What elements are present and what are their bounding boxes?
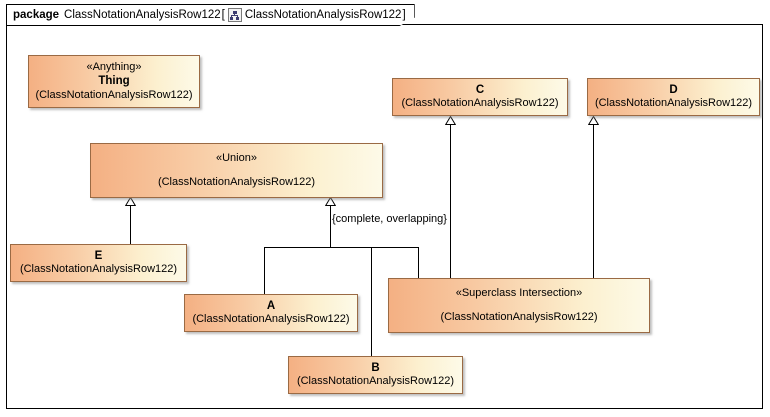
class-box-e[interactable]: E (ClassNotationAnalysisRow122) — [10, 244, 187, 282]
class-box-a[interactable]: A (ClassNotationAnalysisRow122) — [184, 294, 358, 332]
class-name: D — [669, 84, 678, 97]
bracket-close: ] — [402, 9, 406, 21]
generalization-line-e-union — [130, 205, 131, 244]
generalization-branch-b — [371, 247, 372, 357]
class-stereotype: «Superclass Intersection» — [455, 287, 583, 300]
generalization-branch-a — [264, 247, 265, 295]
generalization-set-constraint-label: {complete, overlapping} — [332, 213, 447, 225]
class-name: C — [475, 84, 485, 97]
generalization-arrow-si-d — [588, 116, 599, 125]
diagram-name: ClassNotationAnalysisRow122 — [244, 9, 402, 21]
class-name: Thing — [98, 75, 130, 88]
class-name: B — [371, 362, 380, 375]
class-qualifier: (ClassNotationAnalysisRow122) — [296, 375, 455, 388]
generalization-stem-union — [330, 205, 331, 248]
class-qualifier: (ClassNotationAnalysisRow122) — [401, 97, 559, 110]
package-name: ClassNotationAnalysisRow122 — [64, 9, 221, 21]
generalization-set-bar — [264, 247, 419, 248]
generalization-line-si-d — [593, 124, 594, 279]
bracket-open: [ — [221, 9, 225, 21]
package-keyword: package — [13, 9, 60, 21]
package-header-tab: package ClassNotationAnalysisRow122 [ Cl… — [6, 4, 415, 26]
class-name: E — [94, 250, 103, 263]
class-stereotype: «Anything» — [86, 61, 142, 74]
class-qualifier: (ClassNotationAnalysisRow122) — [594, 97, 753, 110]
class-qualifier: (ClassNotationAnalysisRow122) — [440, 310, 598, 323]
generalization-arrow-e-union — [125, 197, 136, 206]
class-box-thing[interactable]: «Anything» Thing (ClassNotationAnalysisR… — [28, 55, 200, 108]
generalization-arrow-set-union — [325, 197, 336, 206]
class-box-superclass-intersection[interactable]: «Superclass Intersection» (ClassNotation… — [388, 278, 650, 333]
class-qualifier: (ClassNotationAnalysisRow122) — [35, 88, 193, 101]
class-box-b[interactable]: B (ClassNotationAnalysisRow122) — [288, 356, 463, 394]
generalization-arrow-si-c — [445, 116, 456, 125]
class-stereotype: «Union» — [216, 152, 257, 165]
class-qualifier: (ClassNotationAnalysisRow122) — [157, 175, 316, 188]
class-box-c[interactable]: C (ClassNotationAnalysisRow122) — [392, 78, 568, 116]
class-name: A — [266, 300, 276, 313]
generalization-branch-superclass-intersection — [418, 247, 419, 279]
class-box-union[interactable]: «Union» (ClassNotationAnalysisRow122) — [90, 143, 383, 198]
class-qualifier: (ClassNotationAnalysisRow122) — [192, 313, 350, 326]
generalization-line-si-c — [450, 124, 451, 279]
class-diagram-icon — [227, 8, 242, 22]
class-qualifier: (ClassNotationAnalysisRow122) — [19, 263, 178, 276]
class-box-d[interactable]: D (ClassNotationAnalysisRow122) — [587, 78, 760, 116]
